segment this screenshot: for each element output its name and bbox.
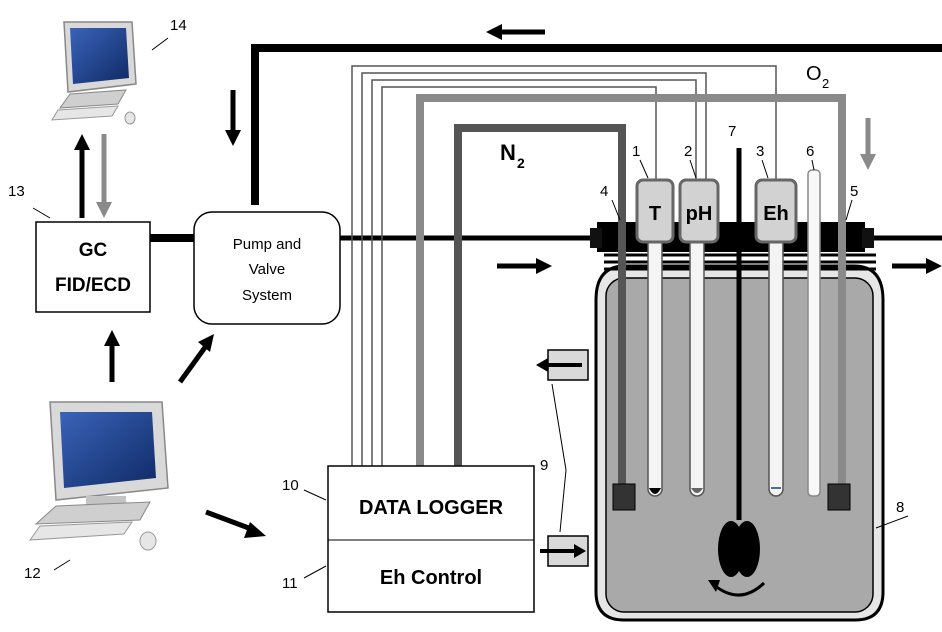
o2-tube-end [827,483,851,511]
label-9: 9 [540,457,548,474]
label-14: 14 [170,17,187,34]
svg-text:O: O [806,63,822,85]
label-8: 8 [896,499,904,516]
water-jacket-port-lower [540,535,589,567]
pump-label-line2: Valve [249,261,285,278]
n2-supply-line [454,124,626,496]
label-12: 12 [24,565,41,582]
gc-box: GC FID/ECD [35,221,151,313]
svg-text:2: 2 [822,76,829,91]
ph-probe [678,178,720,497]
stirrer [708,148,766,597]
label-6: 6 [806,143,814,160]
svg-text:N: N [500,140,516,165]
flow-arrows [74,24,942,538]
pump-label-line3: System [242,287,292,304]
pump-valve-box: Pump and Valve System [193,211,341,325]
probe-label-eh: Eh [763,203,789,225]
eh-control-label: Eh Control [380,567,482,589]
data-logger-box: DATA LOGGER Eh Control [327,465,535,613]
rotation-arrow-icon [713,581,766,597]
label-10: 10 [282,477,299,494]
label-2: 2 [684,143,692,160]
label-1: 1 [632,143,640,160]
o2-supply-line [416,94,846,496]
label-11: 11 [282,575,298,592]
computer-12-icon [28,401,169,551]
o2-label: O 2 [806,63,829,91]
eh-probe [754,178,798,497]
label-4: 4 [600,183,608,200]
data-logger-label: DATA LOGGER [359,497,504,519]
n2-tube-end [612,483,636,511]
water-jacket-port-upper [536,349,589,381]
return-gas-line [251,44,942,205]
label-7: 7 [728,123,736,140]
temperature-probe [635,178,675,497]
svg-text:2: 2 [517,155,525,171]
computer-14-icon [51,21,137,125]
sampling-tube [807,169,821,497]
pump-label-line1: Pump and [233,236,301,253]
gc-label-line1: GC [79,240,108,261]
label-5: 5 [850,183,858,200]
label-13: 13 [8,183,25,200]
sensor-signal-wires [351,65,777,470]
leader-lines [32,37,909,579]
gc-label-line2: FID/ECD [55,275,131,296]
probe-label-ph: pH [686,203,713,225]
label-3: 3 [756,143,764,160]
n2-label: N 2 [500,140,525,171]
probe-label-t: T [649,203,661,225]
